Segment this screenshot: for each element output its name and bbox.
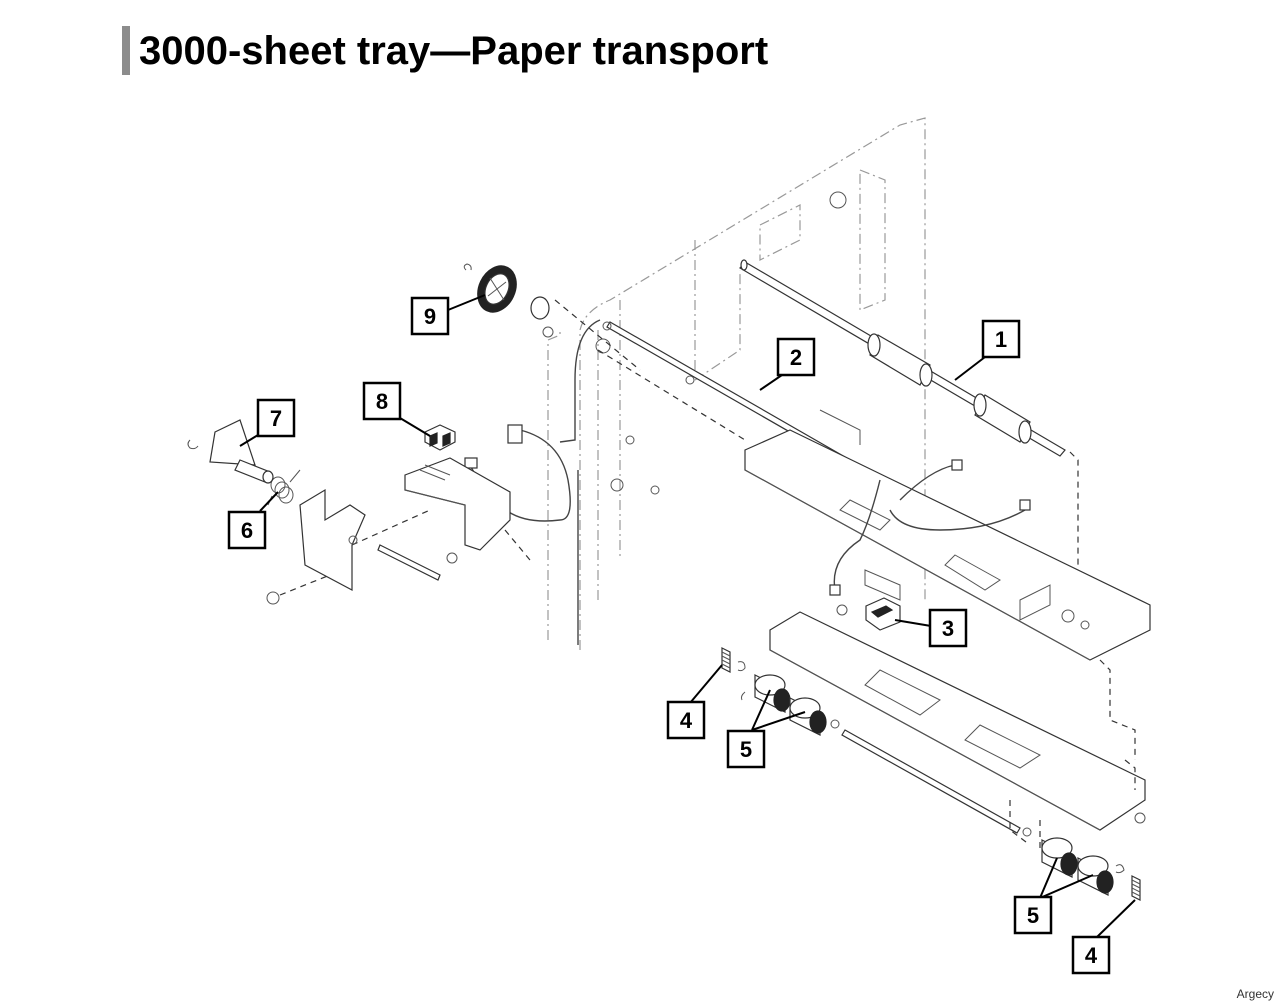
part-4-spring-upper xyxy=(721,647,746,673)
part-9-gear xyxy=(463,263,554,338)
sensor-bracket xyxy=(377,457,511,581)
callout-9: 9 xyxy=(410,296,450,336)
part-5-rollers-upper xyxy=(740,674,840,736)
svg-text:5: 5 xyxy=(740,737,752,762)
svg-text:1: 1 xyxy=(995,327,1007,352)
tray-frame xyxy=(547,117,926,650)
callout-2: 2 xyxy=(776,337,816,377)
svg-text:3: 3 xyxy=(942,616,954,641)
part-3-sensor xyxy=(836,569,901,631)
callout-3: 3 xyxy=(928,608,968,648)
leader-lines xyxy=(239,294,1136,938)
part-1-roller-shaft xyxy=(739,259,1079,620)
wire-harness xyxy=(464,299,1031,645)
svg-text:5: 5 xyxy=(1027,903,1039,928)
lower-tray-bracket xyxy=(769,611,1146,850)
callout-7: 7 xyxy=(256,398,296,438)
callout-5-lower: 5 xyxy=(1013,895,1053,935)
svg-text:9: 9 xyxy=(424,304,436,329)
upper-tray-bracket xyxy=(744,409,1151,661)
svg-text:4: 4 xyxy=(1085,943,1098,968)
callout-4-lower: 4 xyxy=(1071,935,1111,975)
svg-text:8: 8 xyxy=(376,389,388,414)
callout-5-upper: 5 xyxy=(726,729,766,769)
svg-text:7: 7 xyxy=(270,406,282,431)
callout-8: 8 xyxy=(362,381,402,421)
callout-4-upper: 4 xyxy=(666,700,706,740)
part-7-actuator xyxy=(187,419,274,484)
title-accent-bar xyxy=(122,26,130,75)
svg-text:6: 6 xyxy=(241,518,253,543)
footer-brand: Argecy xyxy=(1236,987,1274,1001)
svg-text:4: 4 xyxy=(680,708,693,733)
callout-6: 6 xyxy=(227,510,267,550)
svg-text:2: 2 xyxy=(790,345,802,370)
cover-plate xyxy=(266,488,431,605)
page-title: 3000-sheet tray—Paper transport xyxy=(139,29,769,73)
callout-1: 1 xyxy=(981,319,1021,359)
part-8-sensor xyxy=(424,424,456,451)
part-4-spring-lower xyxy=(1115,864,1141,901)
